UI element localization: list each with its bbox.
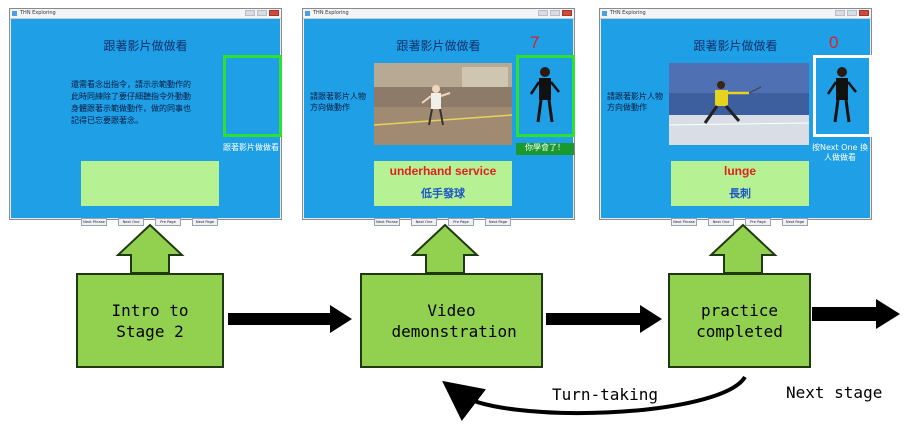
maximize-icon[interactable] [550, 10, 560, 16]
move-name-chinese: 長刺 [729, 187, 751, 200]
move-name-chinese: 低手發球 [421, 187, 465, 200]
window-titlebar: THN Exploring [600, 9, 871, 19]
camera-label: 按Next One 換人做做看 [811, 143, 868, 162]
video-frame-gym [374, 63, 512, 145]
app-icon [602, 11, 607, 16]
close-icon[interactable] [562, 10, 572, 16]
window-titlebar: THN Exploring [10, 9, 281, 19]
up-arrow-practice [708, 223, 778, 274]
demo-video[interactable] [669, 63, 809, 145]
next-page-button[interactable]: Next Page [485, 218, 511, 226]
flow-box-video-label: Video demonstration [391, 300, 517, 341]
app-client-area: 跟著影片做做看 還需看念出指令，請示示範動作的此時同練除了要仔細聽指令外動動身體… [11, 19, 282, 226]
right-arrow-3 [812, 299, 900, 329]
next-phrase-button[interactable]: Next Phrase [374, 218, 400, 226]
minimize-icon[interactable] [245, 10, 255, 16]
control-buttons: Next Phrase Next One Pre Page Next Page [304, 218, 573, 227]
video-frame-court [669, 63, 809, 145]
next-stage-label: Next stage [786, 383, 883, 402]
control-buttons: Next Phrase Next One Pre Page Next Page [601, 218, 870, 227]
flow-box-practice-completed: practice completed [668, 273, 811, 368]
close-icon[interactable] [859, 10, 869, 16]
intro-instructions: 還需看念出指令，請示示範動作的此時同練除了要仔細聽指令外動動身體跟著示範做動作，… [71, 80, 191, 125]
repetition-counter: 0 [829, 33, 839, 52]
maximize-icon[interactable] [847, 10, 857, 16]
pre-page-button[interactable]: Pre Page [745, 218, 771, 226]
up-arrow-video [410, 223, 480, 274]
camera-label: 跟著影片做做看 [223, 143, 279, 152]
right-arrow-2 [546, 305, 662, 333]
screenshot-practice-completed: THN Exploring 跟著影片做做看 0 請跟著影片人物方向做動作 [599, 8, 872, 226]
move-panel: lunge 長刺 [671, 161, 809, 206]
flow-box-intro: Intro to Stage 2 [76, 273, 224, 368]
window-title: THN Exploring [313, 10, 349, 16]
control-buttons: Next Phrase Next One Pre Page Next Page [11, 218, 280, 227]
camera-view [813, 55, 872, 137]
pre-page-button[interactable]: Pre Page [155, 218, 181, 226]
pre-page-button[interactable]: Pre Page [448, 218, 474, 226]
move-name-english: underhand service [389, 164, 497, 178]
app-icon [12, 11, 17, 16]
next-page-button[interactable]: Next Page [192, 218, 218, 226]
window-title: THN Exploring [610, 10, 646, 16]
next-one-button[interactable]: Next One [118, 218, 144, 226]
app-title: 跟著影片做做看 [103, 39, 188, 53]
right-arrow-1 [228, 305, 352, 333]
repetition-counter: 7 [530, 33, 540, 52]
next-phrase-button[interactable]: Next Phrase [671, 218, 697, 226]
turn-taking-curve-arrow [442, 375, 747, 422]
maximize-icon[interactable] [257, 10, 267, 16]
minimize-icon[interactable] [538, 10, 548, 16]
app-client-area: 跟著影片做做看 7 請跟著影片人物方向做動作 [304, 19, 575, 226]
app-title: 跟著影片做做看 [693, 39, 778, 53]
minimize-icon[interactable] [835, 10, 845, 16]
next-phrase-button[interactable]: Next Phrase [81, 218, 107, 226]
screenshot-video-demonstration: THN Exploring 跟著影片做做看 7 請跟著影片人物方向做動作 [302, 8, 575, 226]
player-silhouette-icon [529, 67, 560, 123]
next-page-button[interactable]: Next Page [782, 218, 808, 226]
flow-box-practice-label: practice completed [696, 300, 783, 341]
app-client-area: 跟著影片做做看 0 請跟著影片人物方向做動作 [601, 19, 872, 226]
up-arrow-intro [115, 223, 185, 274]
demo-video[interactable] [374, 63, 512, 145]
player-silhouette-icon [826, 67, 857, 123]
camera-label: 你學會了！ [516, 143, 574, 155]
camera-view [516, 55, 575, 137]
move-panel [81, 161, 219, 206]
flow-box-video-demonstration: Video demonstration [360, 273, 543, 368]
window-title: THN Exploring [20, 10, 56, 16]
flow-box-intro-label: Intro to Stage 2 [111, 300, 189, 341]
move-panel: underhand service 低手發球 [374, 161, 512, 206]
window-titlebar: THN Exploring [303, 9, 574, 19]
next-one-button[interactable]: Next One [411, 218, 437, 226]
turn-taking-label: Turn-taking [552, 385, 658, 404]
app-title: 跟著影片做做看 [396, 39, 481, 53]
next-one-button[interactable]: Next One [708, 218, 734, 226]
screenshot-intro: THN Exploring 跟著影片做做看 還需看念出指令，請示示範動作的此時同… [9, 8, 282, 226]
instruction-text: 請跟著影片人物方向做動作 [607, 92, 663, 112]
instruction-text: 請跟著影片人物方向做動作 [310, 92, 366, 112]
camera-view [223, 55, 282, 137]
app-icon [305, 11, 310, 16]
close-icon[interactable] [269, 10, 279, 16]
move-name-english: lunge [724, 164, 756, 178]
